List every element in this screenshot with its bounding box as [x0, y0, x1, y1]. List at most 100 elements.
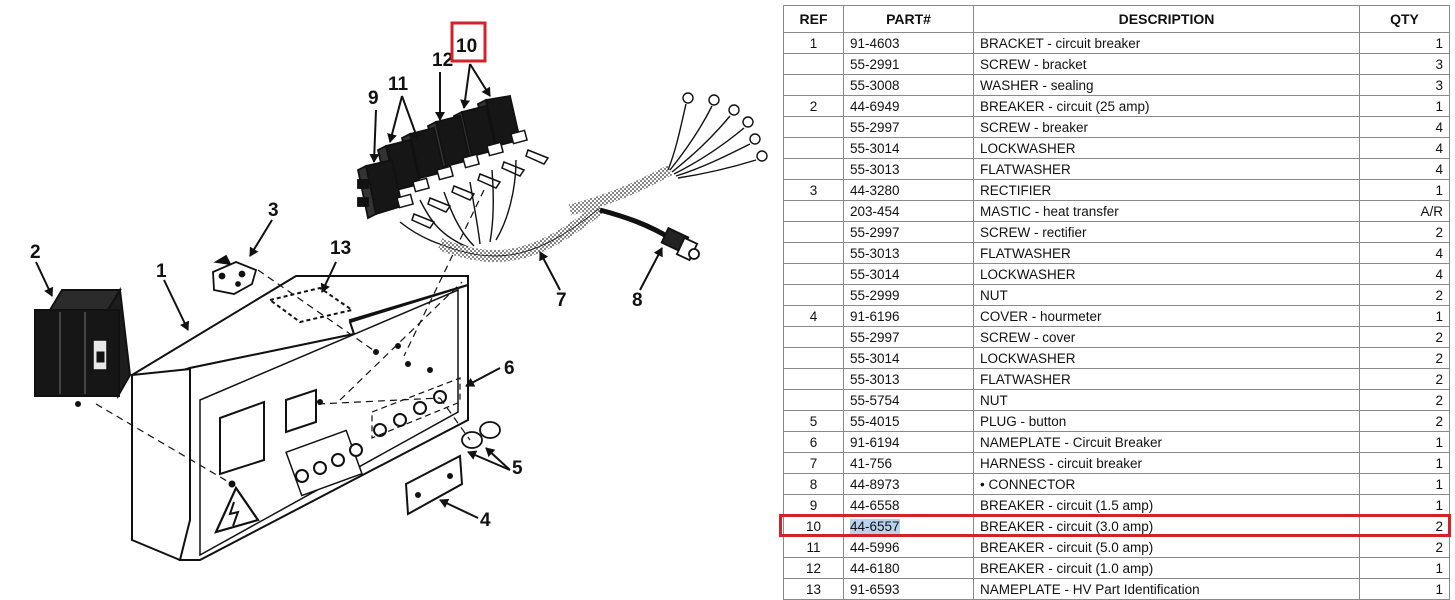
callout-label: 4: [480, 510, 491, 531]
ref-cell: 13: [783, 578, 844, 600]
callout-label: 5: [512, 458, 523, 479]
breaker-nameplate: [371, 377, 461, 439]
circuit-breaker-harness: [399, 92, 768, 262]
selected-part-number: 44-6557: [850, 518, 900, 534]
description-cell: BREAKER - circuit (5.0 amp): [973, 536, 1360, 558]
description-cell: NAMEPLATE - HV Part Identification: [973, 578, 1360, 600]
description-cell: MASTIC - heat transfer: [973, 200, 1360, 222]
qty-cell: 2: [1359, 326, 1450, 348]
qty-cell: 2: [1359, 515, 1450, 537]
ref-cell: 12: [783, 557, 844, 579]
ref-cell: [783, 326, 844, 348]
part-number-cell: 44-5996: [843, 536, 974, 558]
description-cell: SCREW - bracket: [973, 53, 1360, 75]
description-cell: HARNESS - circuit breaker: [973, 452, 1360, 474]
qty-cell: 2: [1359, 536, 1450, 558]
callout-label: 13: [330, 238, 351, 259]
ref-cell: [783, 389, 844, 411]
breaker-row: [356, 94, 550, 229]
callout-label: 11: [388, 74, 409, 95]
callout-arrows: [35, 63, 663, 519]
part-number-cell: 55-3013: [843, 158, 974, 180]
ref-cell: 6: [783, 431, 844, 453]
callout-label: 9: [368, 88, 379, 109]
qty-cell: A/R: [1359, 200, 1450, 222]
part-number-cell: 44-6558: [843, 494, 974, 516]
qty-cell: 2: [1359, 368, 1450, 390]
hourmeter-cover: [404, 454, 464, 516]
part-number-cell: 55-3014: [843, 347, 974, 369]
description-cell: BREAKER - circuit (1.5 amp): [973, 494, 1360, 516]
part-number-cell: 55-2999: [843, 284, 974, 306]
description-cell: NUT: [973, 284, 1360, 306]
qty-column-header: QTY: [1359, 5, 1450, 33]
callout-labels: 2 1 3 13 4 5 6 7 8 9 11 12 10: [30, 36, 643, 531]
ref-cell: [783, 137, 844, 159]
exploded-parts-diagram: 2 1 3 13 4 5 6 7 8 9 11 12 10: [30, 21, 768, 562]
description-cell: FLATWASHER: [973, 368, 1360, 390]
ref-cell: 5: [783, 410, 844, 432]
qty-cell: 4: [1359, 158, 1450, 180]
ref-cell: [783, 158, 844, 180]
breaker-block: [356, 158, 404, 220]
callout-label: 12: [432, 50, 453, 71]
description-cell: FLATWASHER: [973, 242, 1360, 264]
part-number-cell: 91-6196: [843, 305, 974, 327]
description-cell: BREAKER - circuit (1.0 amp): [973, 557, 1360, 579]
qty-cell: 1: [1359, 95, 1450, 117]
ref-cell: 7: [783, 452, 844, 474]
ref-cell: 11: [783, 536, 844, 558]
description-cell: FLATWASHER: [973, 158, 1360, 180]
ref-cell: [783, 74, 844, 96]
description-cell: SCREW - rectifier: [973, 221, 1360, 243]
alignment-lines: [95, 189, 485, 485]
part-number-cell: 55-3013: [843, 242, 974, 264]
ref-cell: 1: [783, 32, 844, 54]
part-number-cell: 44-8973: [843, 473, 974, 495]
callout-label: 2: [30, 242, 41, 263]
description-cell: COVER - hourmeter: [973, 305, 1360, 327]
rectifier: [212, 254, 258, 295]
qty-cell: 2: [1359, 347, 1450, 369]
qty-cell: 1: [1359, 578, 1450, 600]
callout-label: 3: [268, 200, 279, 221]
description-cell: RECTIFIER: [973, 179, 1360, 201]
ref-cell: [783, 263, 844, 285]
callout-10-highlight: [450, 21, 487, 63]
ref-cell: 4: [783, 305, 844, 327]
ref-cell: [783, 347, 844, 369]
part-number-cell: 55-3014: [843, 137, 974, 159]
qty-cell: 3: [1359, 53, 1450, 75]
qty-cell: 2: [1359, 284, 1450, 306]
part-number-cell: 91-4603: [843, 32, 974, 54]
qty-cell: 4: [1359, 137, 1450, 159]
qty-cell: 4: [1359, 116, 1450, 138]
ref-cell: [783, 200, 844, 222]
description-cell: SCREW - cover: [973, 326, 1360, 348]
ref-cell: [783, 242, 844, 264]
ref-column-header: REF: [783, 5, 844, 33]
description-cell: BREAKER - circuit (25 amp): [973, 95, 1360, 117]
qty-cell: 1: [1359, 494, 1450, 516]
ref-cell: [783, 368, 844, 390]
ref-cell: [783, 116, 844, 138]
